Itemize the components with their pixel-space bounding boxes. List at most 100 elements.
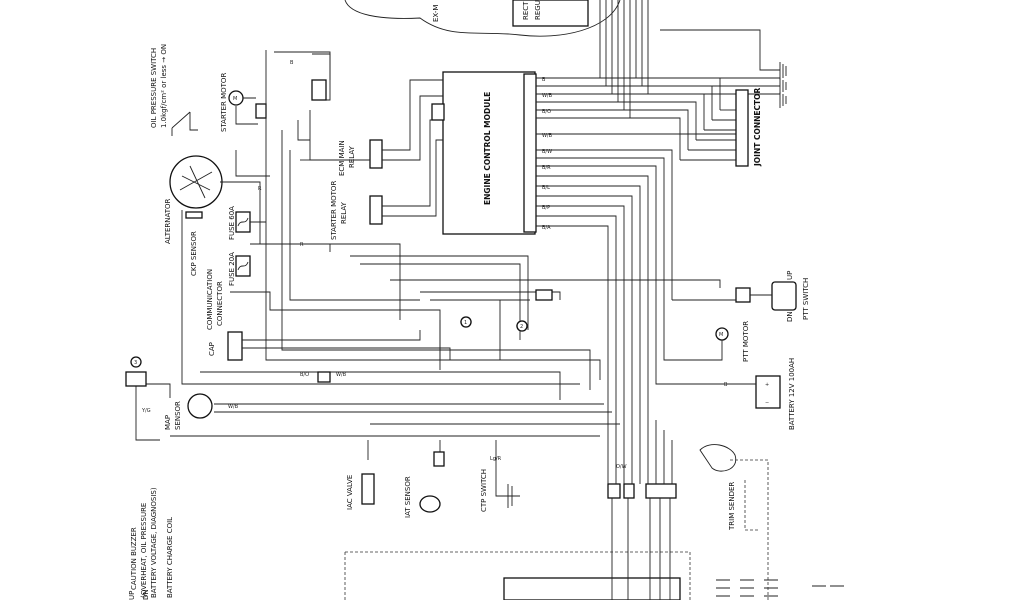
ecm-output-wires bbox=[536, 77, 736, 380]
svg-text:B/O: B/O bbox=[300, 372, 309, 378]
ptt-up-label: UP bbox=[786, 271, 794, 280]
fuse-60a-label: FUSE 60A bbox=[228, 206, 236, 240]
svg-text:Y/G: Y/G bbox=[141, 408, 151, 414]
rect-regulator-label-2: REGU bbox=[534, 0, 542, 20]
legend-charge-coil: BATTERY CHARGE COIL bbox=[166, 517, 174, 598]
svg-text:B: B bbox=[724, 382, 728, 388]
trim-sender-label: TRIM SENDER bbox=[728, 482, 736, 531]
joint-connector-wires bbox=[680, 109, 736, 161]
alternator-label: ALTERNATOR bbox=[164, 198, 172, 244]
callout-1: 1 bbox=[464, 320, 467, 326]
ecm-connector-strip bbox=[523, 73, 537, 233]
comm-connector-label: COMMUNICATION bbox=[206, 269, 214, 330]
exhaust-manifold-outline bbox=[344, 0, 621, 37]
svg-text:O/W: O/W bbox=[616, 464, 627, 470]
ex-manifold-label: EX-M bbox=[432, 5, 440, 22]
svg-text:W/B: W/B bbox=[228, 404, 239, 410]
wire-code-labels: B W/B B/O W/B B/W B/R B/L B/P B/A B/O W/… bbox=[141, 60, 728, 470]
ckp-sensor-label: CKP SENSOR bbox=[190, 231, 198, 276]
callout-3: 3 bbox=[134, 360, 137, 366]
joint-connector-box bbox=[735, 89, 749, 167]
legend-overheat: (OVERHEAT, OIL PRESSURE bbox=[140, 503, 148, 598]
ground-symbols-right bbox=[779, 62, 787, 108]
starter-solenoid bbox=[255, 103, 267, 119]
ecm-top-connector bbox=[431, 103, 445, 121]
svg-text:B/R: B/R bbox=[542, 165, 551, 171]
svg-text:M: M bbox=[719, 332, 723, 338]
center-vertical-bus bbox=[607, 330, 673, 600]
svg-text:B/W: B/W bbox=[542, 149, 552, 155]
ecm-main-relay-label: ECM MAIN bbox=[338, 140, 346, 176]
legend: CAUTION BUZZER (OVERHEAT, OIL PRESSURE B… bbox=[128, 487, 174, 600]
svg-text:R: R bbox=[258, 186, 262, 192]
svg-text:Lg/R: Lg/R bbox=[490, 456, 502, 462]
iac-valve-label: IAC VALVE bbox=[346, 475, 354, 510]
svg-text:M: M bbox=[233, 96, 237, 102]
trim-sender-symbol bbox=[699, 444, 737, 472]
small-connector-2 bbox=[317, 371, 331, 383]
cap-connector bbox=[227, 331, 243, 361]
alternator-symbol bbox=[169, 155, 223, 209]
left-wiring-grid bbox=[135, 50, 721, 480]
svg-text:B: B bbox=[542, 77, 546, 83]
ecm-box bbox=[442, 71, 536, 235]
svg-text:W/B: W/B bbox=[336, 372, 347, 378]
ptt-switch-body bbox=[771, 281, 797, 311]
map-sensor-symbol bbox=[187, 393, 213, 419]
starter-motor-label: STARTER MOTOR bbox=[220, 73, 228, 132]
ckp-sensor-symbol bbox=[185, 211, 203, 219]
ptt-motor-label: PTT MOTOR bbox=[742, 321, 750, 362]
battery-box bbox=[755, 375, 781, 409]
svg-text:R: R bbox=[300, 242, 304, 248]
battery-label: BATTERY 12V 100AH bbox=[788, 358, 796, 430]
rect-regulator-box bbox=[512, 0, 589, 27]
svg-text:+: + bbox=[765, 382, 769, 388]
buzzer-symbol bbox=[125, 371, 147, 387]
svg-text:B/L: B/L bbox=[542, 185, 550, 191]
oil-pressure-note: 1.0kgf/cm² or less → ON bbox=[160, 44, 168, 128]
svg-text:B/O: B/O bbox=[542, 109, 551, 115]
iat-sensor-symbol bbox=[419, 495, 441, 513]
ptt-switch-connector bbox=[735, 287, 751, 303]
bottom-right-fragments bbox=[716, 579, 844, 597]
lower-dashed-frame bbox=[345, 551, 691, 600]
joint-connector-label: JOINT CONNECTOR bbox=[753, 87, 762, 167]
small-connector-1 bbox=[535, 289, 553, 301]
legend-dn: DN bbox=[142, 589, 150, 600]
starter-motor-relay-box bbox=[369, 195, 383, 225]
ecm-main-relay-label-2: RELAY bbox=[348, 145, 356, 168]
legend-up: UP bbox=[128, 591, 136, 600]
svg-text:W/B: W/B bbox=[542, 93, 553, 99]
rect-regulator-label: RECT bbox=[522, 1, 530, 20]
cap-label: CAP bbox=[208, 342, 216, 356]
ptt-dn-label: DN bbox=[786, 311, 794, 322]
callout-2: 2 bbox=[520, 324, 523, 330]
center-connector-2 bbox=[623, 483, 635, 499]
top-relay-connector bbox=[311, 79, 327, 101]
svg-text:B/A: B/A bbox=[542, 225, 551, 231]
map-sensor-label: MAP bbox=[164, 415, 172, 430]
legend-battery-voltage: BATTERY VOLTAGE, DIAGNOSIS) bbox=[150, 487, 158, 598]
ecm-main-relay-box bbox=[369, 139, 383, 169]
center-connector-3 bbox=[645, 483, 677, 499]
oil-pressure-switch-label: OIL PRESSURE SWITCH bbox=[150, 48, 158, 128]
svg-text:W/B: W/B bbox=[542, 133, 553, 139]
iat-sensor-label: IAT SENSOR bbox=[404, 476, 412, 518]
ecm-label: ENGINE CONTROL MODULE bbox=[483, 92, 492, 205]
ctp-switch-label: CTP SWITCH bbox=[480, 469, 488, 512]
ptt-switch-label: PTT SWITCH bbox=[802, 278, 810, 320]
map-sensor-label-2: SENSOR bbox=[174, 401, 182, 430]
legend-caution-buzzer: CAUTION BUZZER bbox=[130, 527, 138, 590]
svg-text:B: B bbox=[290, 60, 294, 66]
svg-text:−: − bbox=[765, 400, 769, 406]
starter-motor-relay-label: STARTER MOTOR bbox=[330, 181, 338, 240]
fuse-20a-label: FUSE 20A bbox=[228, 252, 236, 286]
comm-connector-label-2: CONNECTOR bbox=[216, 281, 224, 326]
center-connector-1 bbox=[607, 483, 621, 499]
oil-pressure-switch-symbol bbox=[171, 111, 198, 136]
iac-valve-symbol bbox=[361, 473, 375, 505]
svg-text:B/P: B/P bbox=[542, 205, 550, 211]
iat-sensor-connector bbox=[433, 451, 445, 467]
starter-motor-relay-label-2: RELAY bbox=[340, 201, 348, 224]
